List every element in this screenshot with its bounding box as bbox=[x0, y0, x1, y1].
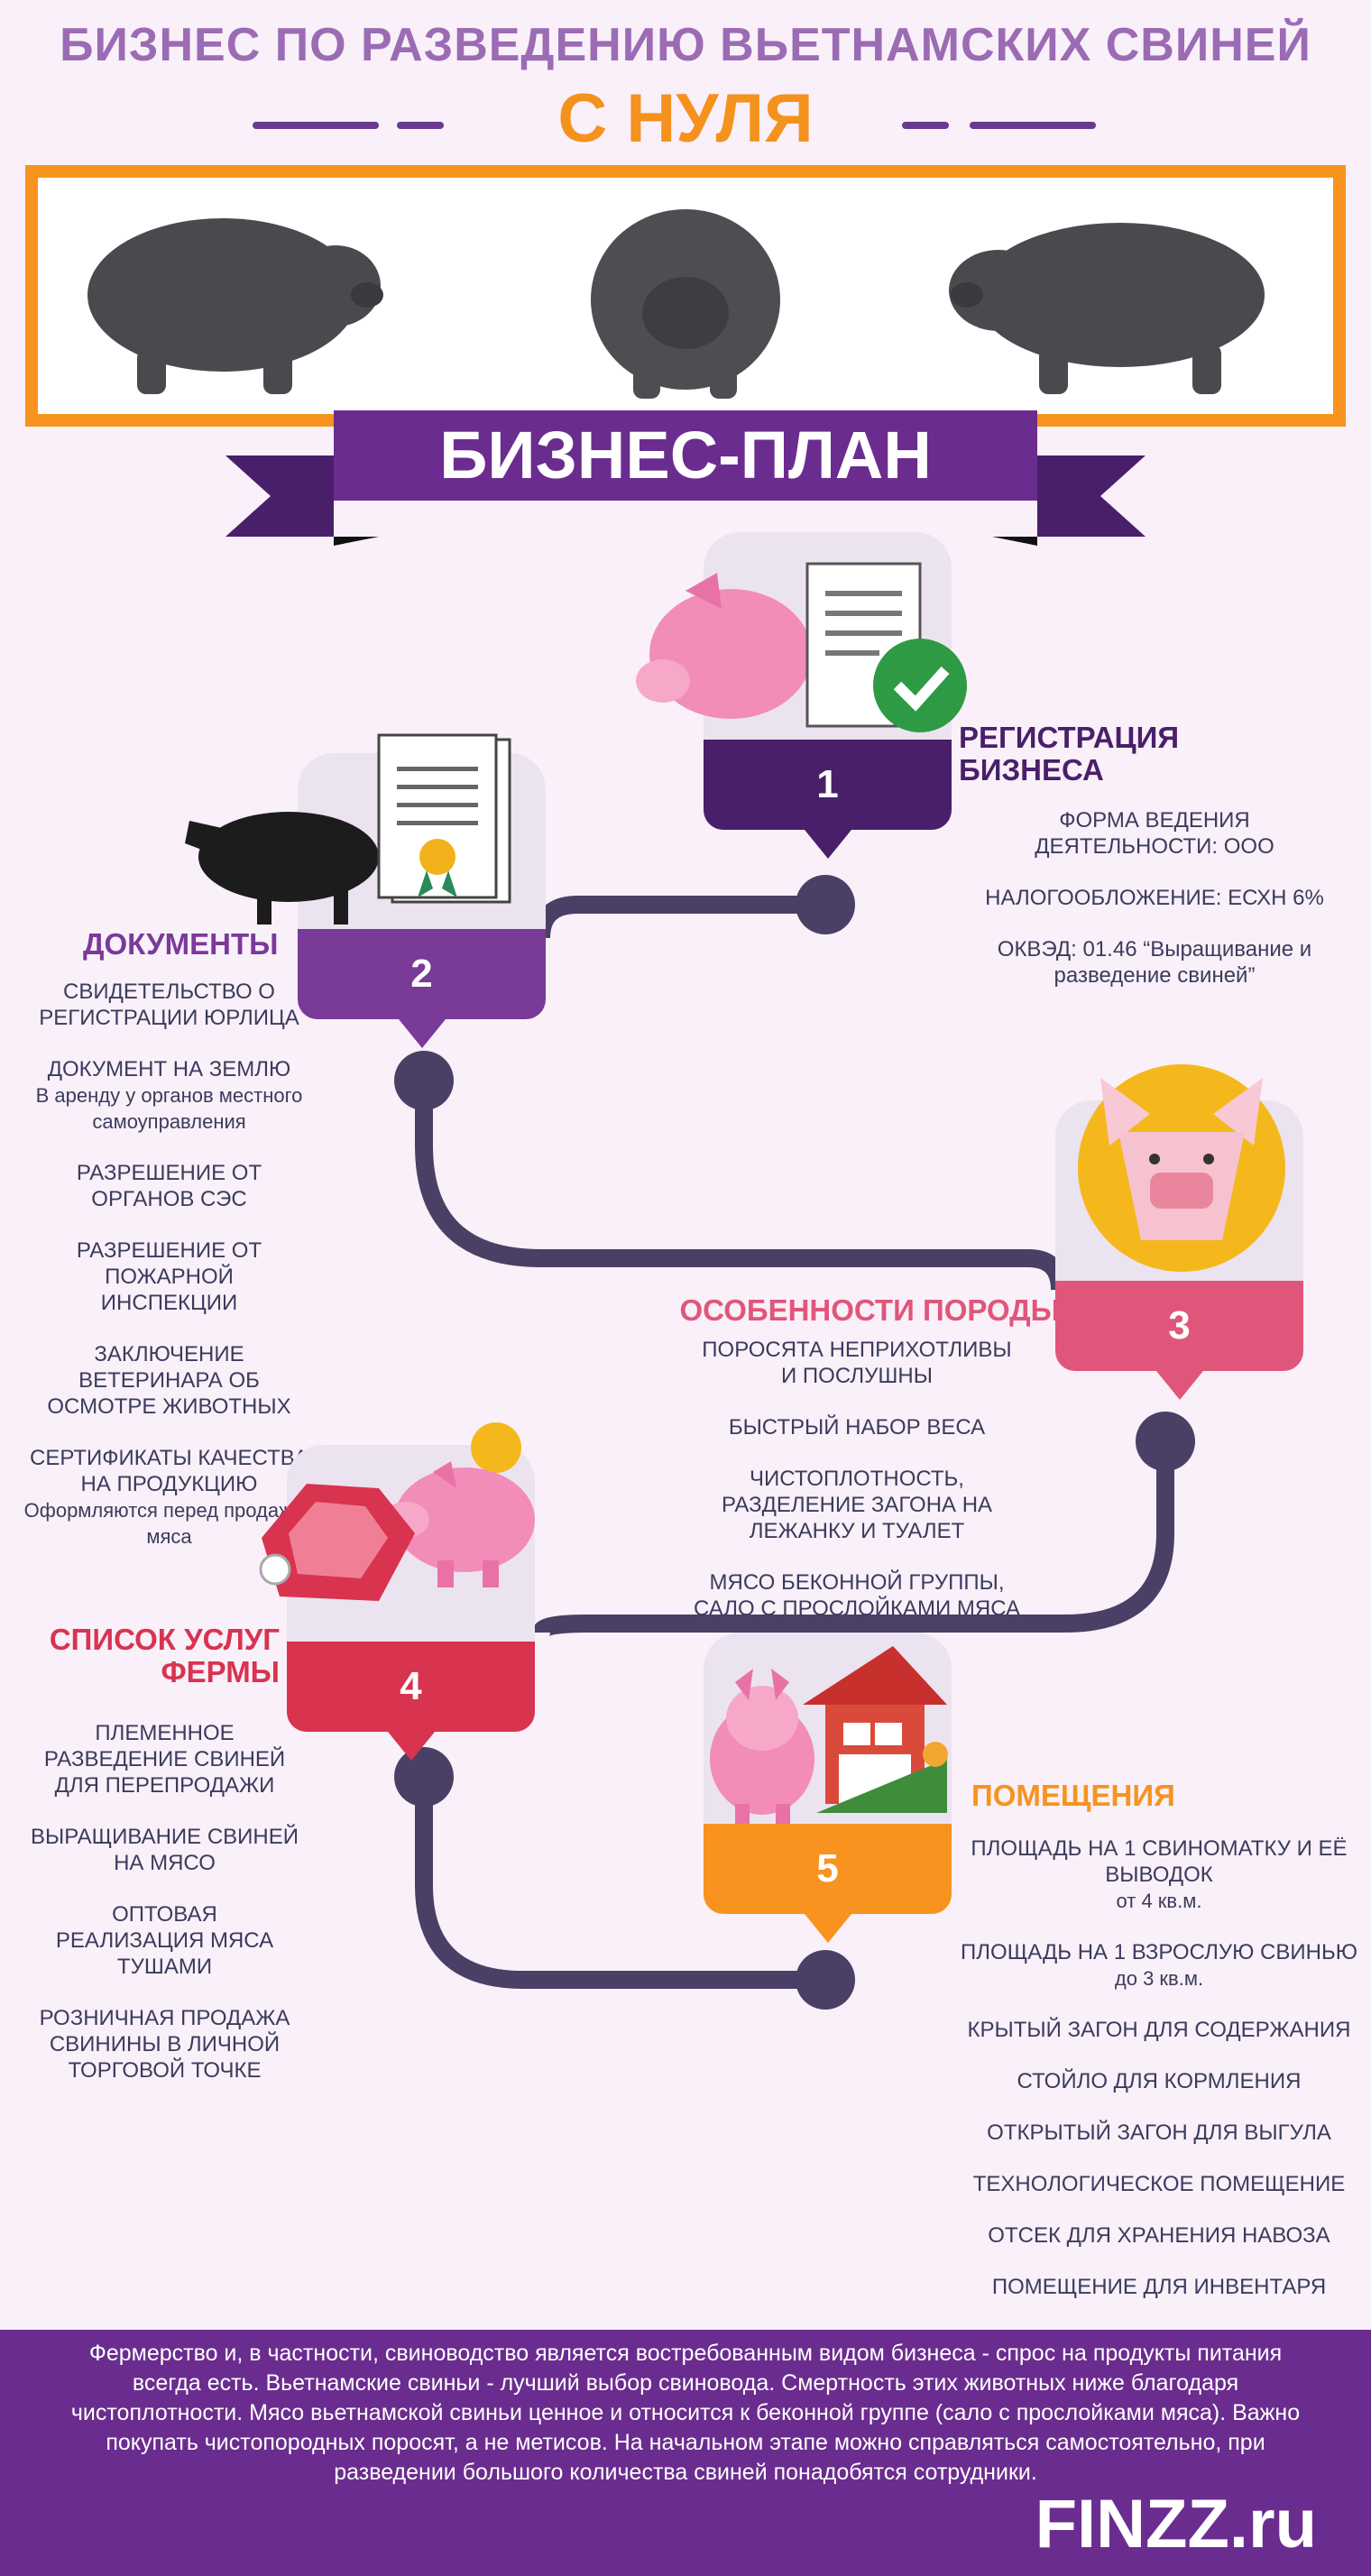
step-5-item: ПОМЕЩЕНИЕ ДЛЯ ИНВЕНТАРЯ bbox=[991, 2275, 1327, 2299]
step-2-pointer bbox=[399, 1019, 446, 1048]
path-segment bbox=[532, 1441, 1174, 1638]
step-1-pointer bbox=[805, 830, 851, 859]
step-4-list: ПЛЕМЕННОЕ РАЗВЕДЕНИЕ СВИНЕЙ ДЛЯ ПЕРЕПРОД… bbox=[14, 1720, 316, 2109]
step-1-item: НАЛОГООБЛОЖЕНИЕ: ЕСХН 6% bbox=[985, 886, 1324, 910]
footer-text: Фермерство и, в частности, свиноводство … bbox=[70, 2341, 1301, 2485]
step-5-number: 5 bbox=[704, 1824, 952, 1914]
step-2-item: ЗАКЛЮЧЕНИЕ ВЕТЕРИНАРА ОБ ОСМОТРЕ ЖИВОТНЫ… bbox=[47, 1342, 291, 1419]
step-4-heading: СПИСОК УСЛУГ ФЕРМЫ bbox=[49, 1623, 280, 1688]
step-2-item: СВИДЕТЕЛЬСТВО О РЕГИСТРАЦИИ ЮРЛИЦА bbox=[39, 980, 299, 1030]
step-5-item: ТЕХНОЛОГИЧЕСКОЕ ПОМЕЩЕНИЕ bbox=[972, 2172, 1346, 2196]
pig-face-icon bbox=[1078, 1064, 1285, 1272]
step-3-item: ПОРОСЯТА НЕПРИХОТЛИВЫ И ПОСЛУШНЫ bbox=[702, 1338, 1012, 1388]
pig-photos bbox=[87, 209, 1265, 399]
pig-photo-right bbox=[949, 223, 1265, 394]
timeline-path bbox=[394, 875, 1195, 2010]
step-3-item: БЫСТРЫЙ НАБОР ВЕСА bbox=[728, 1415, 986, 1440]
step-3-list: ПОРОСЯТА НЕПРИХОТЛИВЫ И ПОСЛУШНЫ БЫСТРЫЙ… bbox=[676, 1337, 1037, 1647]
pig-barn-icon bbox=[710, 1646, 948, 1824]
step-4-pointer bbox=[388, 1732, 435, 1761]
title-dash bbox=[970, 122, 1096, 129]
path-node bbox=[394, 1747, 454, 1807]
page-title: БИЗНЕС ПО РАЗВЕДЕНИЮ ВЬЕТНАМСКИХ СВИНЕЙ bbox=[60, 19, 1311, 71]
step-3-item: МЯСО БЕКОННОЙ ГРУППЫ, САЛО С ПРОСЛОЙКАМИ… bbox=[693, 1570, 1021, 1621]
site-logo[interactable]: FINZZ.ru bbox=[1035, 2486, 1317, 2562]
step-1-number: 1 bbox=[704, 740, 952, 830]
step-2-heading: ДОКУМЕНТЫ bbox=[83, 927, 279, 961]
step-4-item: РОЗНИЧНАЯ ПРОДАЖА СВИНИНЫ В ЛИЧНОЙ ТОРГО… bbox=[39, 2006, 290, 2083]
step-2-item: СЕРТИФИКАТЫ КАЧЕСТВА НА ПРОДУКЦИЮ Оформл… bbox=[23, 1446, 315, 1548]
step-3-heading: ОСОБЕННОСТИ ПОРОДЫ bbox=[679, 1293, 1060, 1327]
step-2-item: ДОКУМЕНТ НА ЗЕМЛЮ В аренду у органов мес… bbox=[35, 1057, 303, 1133]
title-dash bbox=[902, 122, 949, 129]
step-1-heading: РЕГИСТРАЦИЯ БИЗНЕСА bbox=[959, 721, 1180, 787]
business-plan-banner: БИЗНЕС-ПЛАН bbox=[334, 410, 1037, 501]
step-2-number: 2 bbox=[298, 929, 546, 1019]
step-4-item: ОПТОВАЯ РЕАЛИЗАЦИЯ МЯСА ТУШАМИ bbox=[55, 1902, 274, 1979]
step-3-number: 3 bbox=[1055, 1281, 1303, 1371]
step-2-list: СВИДЕТЕЛЬСТВО О РЕГИСТРАЦИИ ЮРЛИЦА ДОКУМ… bbox=[23, 979, 316, 1575]
step-1-item: ФОРМА ВЕДЕНИЯ ДЕЯТЕЛЬНОСТИ: ООО bbox=[1035, 808, 1274, 859]
path-node bbox=[796, 1950, 855, 2010]
step-1-item: ОКВЭД: 01.46 “Выращивание и разведение с… bbox=[997, 937, 1312, 988]
step-4-item: ВЫРАЩИВАНИЕ СВИНЕЙ НА МЯСО bbox=[30, 1825, 299, 1875]
step-4-number: 4 bbox=[287, 1642, 535, 1732]
path-node bbox=[394, 1051, 454, 1110]
title-dash bbox=[253, 122, 379, 129]
step-3-pointer bbox=[1156, 1371, 1203, 1400]
step-5-heading: ПОМЕЩЕНИЯ bbox=[971, 1779, 1175, 1812]
page-subtitle: С НУЛЯ bbox=[557, 80, 814, 157]
meat-piggybank-icon bbox=[259, 1422, 535, 1601]
step-1-list: ФОРМА ВЕДЕНИЯ ДЕЯТЕЛЬНОСТИ: ООО НАЛОГООБ… bbox=[952, 807, 1357, 1014]
path-segment bbox=[415, 1081, 1069, 1291]
step-3-item: ЧИСТОПЛОТНОСТЬ, РАЗДЕЛЕНИЕ ЗАГОНА НА ЛЕЖ… bbox=[721, 1467, 993, 1543]
step-5-item: КРЫТЫЙ ЗАГОН ДЛЯ СОДЕРЖАНИЯ bbox=[967, 2018, 1351, 2042]
step-5-item: ОТСЕК ДЛЯ ХРАНЕНИЯ НАВОЗА bbox=[988, 2223, 1330, 2248]
pig-photo-center bbox=[591, 209, 780, 399]
title-dash bbox=[397, 122, 444, 129]
path-node bbox=[1136, 1412, 1195, 1471]
step-5-item: ПЛОЩАДЬ НА 1 ВЗРОСЛУЮ СВИНЬЮ до 3 кв.м. bbox=[961, 1940, 1357, 1990]
path-segment bbox=[415, 1777, 825, 1989]
footer: Фермерство и, в частности, свиноводство … bbox=[0, 2330, 1371, 2576]
step-5-pointer bbox=[805, 1914, 851, 1943]
step-2-item: РАЗРЕШЕНИЕ ОТ ПОЖАРНОЙ ИНСПЕКЦИИ bbox=[76, 1238, 262, 1315]
path-segment bbox=[532, 896, 825, 939]
step-2-item: РАЗРЕШЕНИЕ ОТ ОРГАНОВ СЭС bbox=[76, 1161, 262, 1211]
path-node bbox=[796, 875, 855, 934]
pig-document-icon bbox=[636, 562, 967, 732]
pig-photo-left bbox=[87, 218, 383, 394]
step-5-item: ПЛОЩАДЬ НА 1 СВИНОМАТКУ И ЕЁ ВЫВОДОК от … bbox=[971, 1836, 1348, 1912]
step-5-item: СТОЙЛО ДЛЯ КОРМЛЕНИЯ bbox=[1017, 2069, 1302, 2093]
step-5-item: ОТКРЫТЫЙ ЗАГОН ДЛЯ ВЫГУЛА bbox=[987, 2121, 1331, 2145]
pig-certificate-icon bbox=[185, 733, 511, 925]
step-5-list: ПЛОЩАДЬ НА 1 СВИНОМАТКУ И ЕЁ ВЫВОДОК от … bbox=[956, 1835, 1362, 2325]
ribbon-tails bbox=[225, 455, 1146, 546]
step-4-item: ПЛЕМЕННОЕ РАЗВЕДЕНИЕ СВИНЕЙ ДЛЯ ПЕРЕПРОД… bbox=[43, 1721, 286, 1798]
